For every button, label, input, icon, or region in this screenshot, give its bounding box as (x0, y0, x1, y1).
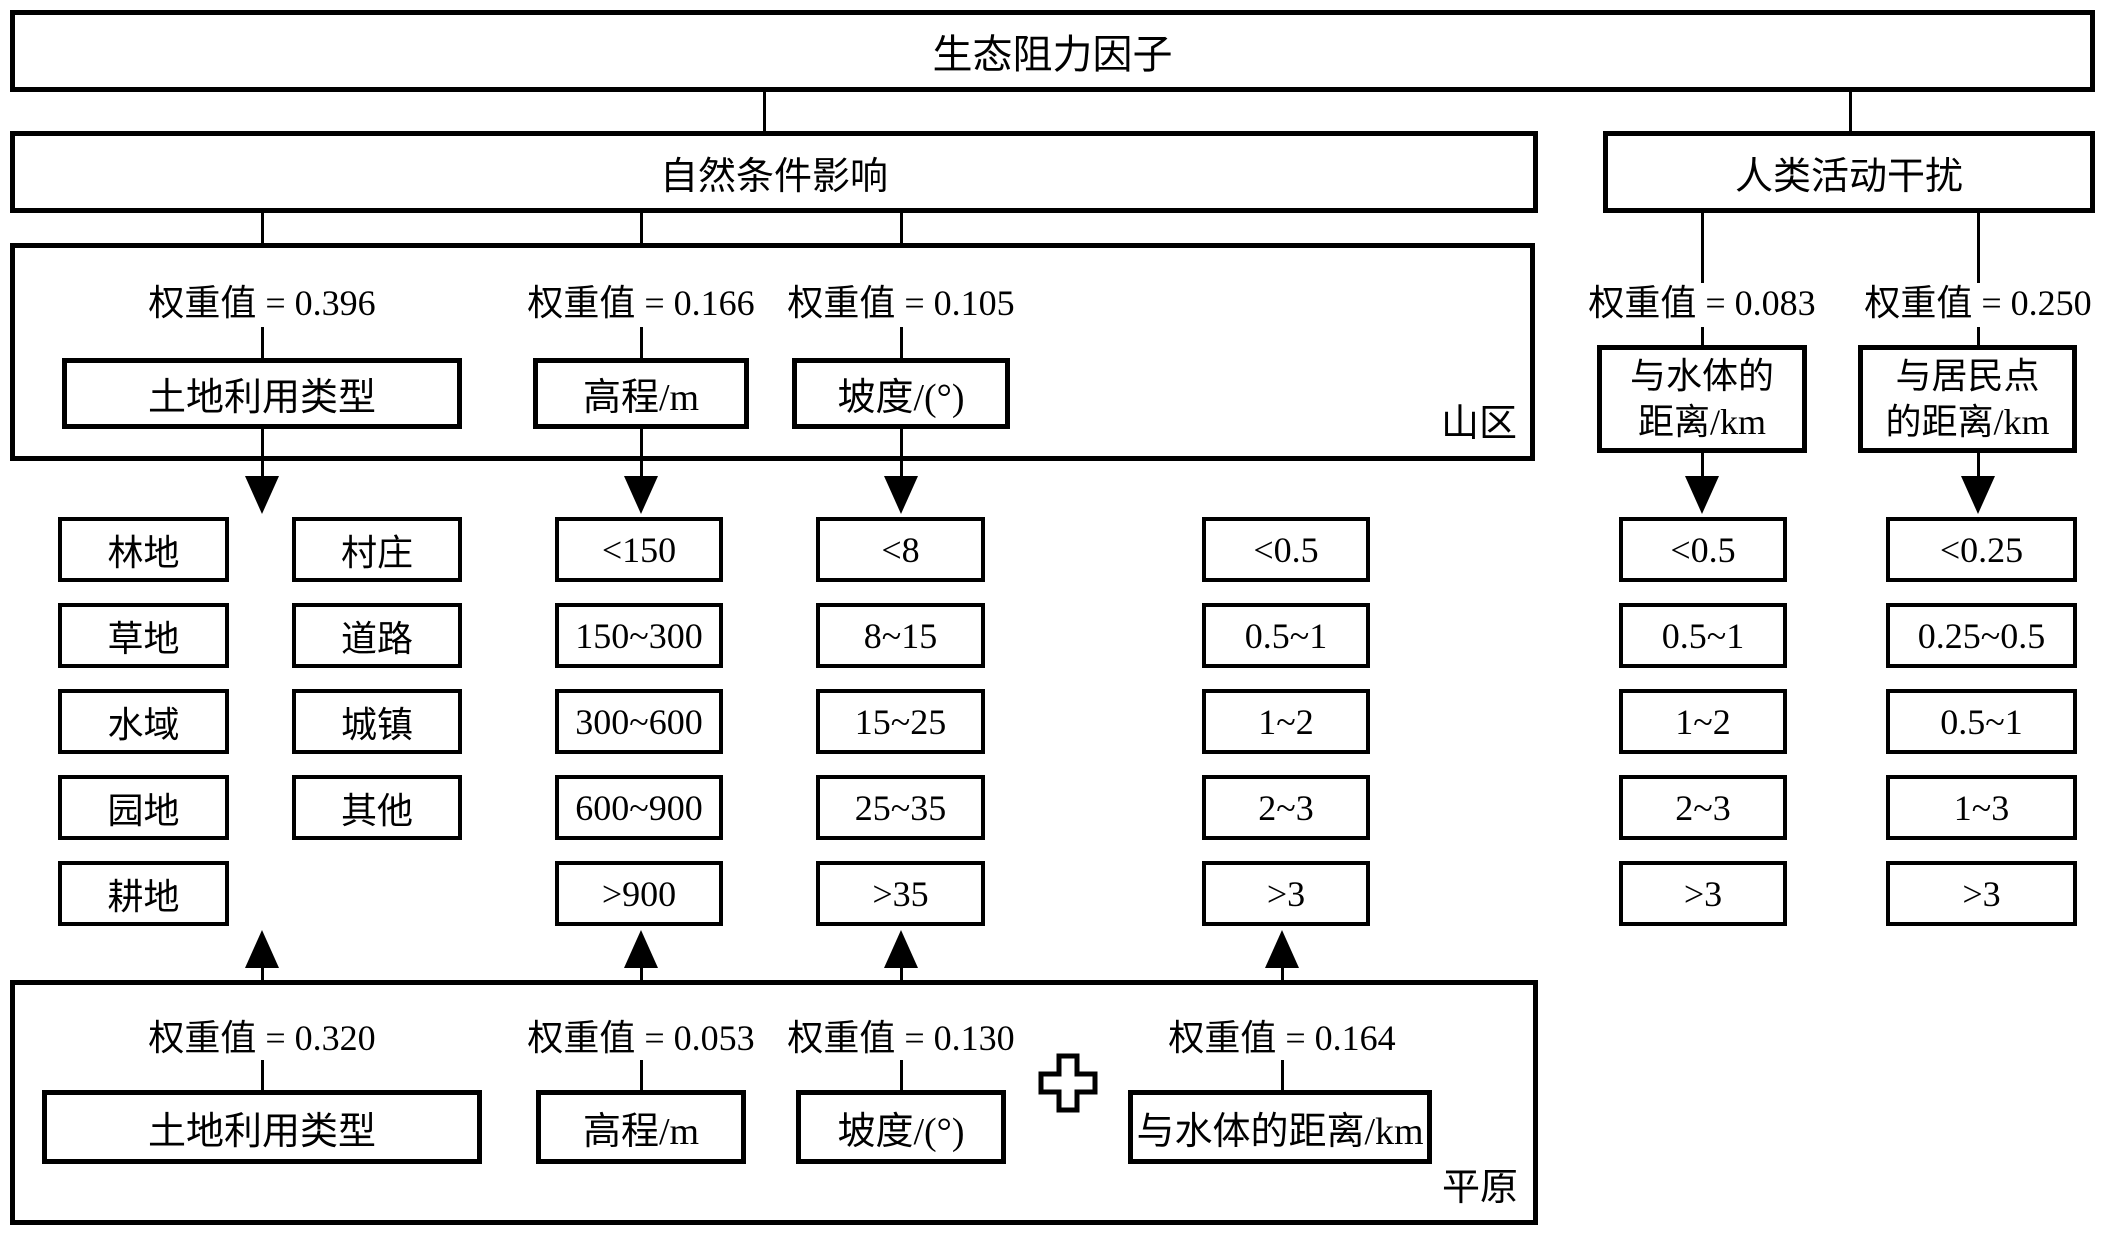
value-box: 0.25~0.5 (1886, 603, 2077, 668)
weight-label: 权重值 = 0.164 (1168, 1018, 1396, 1058)
connector-line (1977, 452, 1980, 478)
value-box: 水域 (58, 689, 229, 754)
value-box: 2~3 (1202, 775, 1370, 840)
factor-label-line1: 与居民点 (1895, 356, 2040, 396)
value-box: 0.5~1 (1619, 603, 1787, 668)
arrow-down-icon (624, 476, 658, 514)
factor-box-water-plain: 与水体的距离/km (1128, 1090, 1432, 1164)
connector-line (900, 429, 903, 478)
factor-label: 坡度/(°) (837, 1110, 965, 1153)
connector-line (1701, 213, 1704, 283)
factor-box-water-human: 与水体的 距离/km (1597, 345, 1807, 453)
factor-box-landuse-plain: 土地利用类型 (42, 1090, 482, 1164)
factor-label: 土地利用类型 (147, 1110, 376, 1153)
arrow-down-icon (1685, 476, 1719, 514)
value-box: 300~600 (555, 689, 723, 754)
connector-line (1977, 213, 1980, 283)
factor-label: 土地利用类型 (147, 377, 376, 419)
weight-label: 权重值 = 0.083 (1588, 283, 1816, 323)
weight-label: 权重值 = 0.105 (787, 283, 1015, 323)
plus-icon (1038, 1053, 1098, 1113)
value-box: 林地 (58, 517, 229, 582)
factor-box-elevation-mountain: 高程/m (533, 358, 749, 429)
value-box: 城镇 (292, 689, 462, 754)
factor-box-slope-plain: 坡度/(°) (796, 1090, 1006, 1164)
value-box: 园地 (58, 775, 229, 840)
connector-line (1281, 1060, 1284, 1090)
value-box: 2~3 (1619, 775, 1787, 840)
value-box: 草地 (58, 603, 229, 668)
value-box: 8~15 (816, 603, 985, 668)
branch-natural-box: 自然条件影响 (10, 131, 1538, 213)
weight-label: 权重值 = 0.396 (148, 283, 376, 323)
connector-line (1701, 327, 1704, 345)
arrow-down-icon (884, 476, 918, 514)
root-box: 生态阻力因子 (10, 10, 2095, 92)
factor-label: 坡度/(°) (837, 377, 965, 419)
value-box: 其他 (292, 775, 462, 840)
weight-label: 权重值 = 0.130 (787, 1018, 1015, 1058)
value-box: >900 (555, 861, 723, 926)
root-title: 生态阻力因子 (932, 32, 1173, 77)
arrow-down-icon (245, 476, 279, 514)
factor-label-line2: 的距离/km (1885, 402, 2050, 442)
factor-box-landuse-mountain: 土地利用类型 (62, 358, 462, 429)
branch-natural-label: 自然条件影响 (659, 155, 888, 198)
value-box: <150 (555, 517, 723, 582)
branch-human-box: 人类活动干扰 (1603, 131, 2095, 213)
value-box: 150~300 (555, 603, 723, 668)
value-box: >3 (1619, 861, 1787, 926)
value-box: 600~900 (555, 775, 723, 840)
value-box: 1~2 (1619, 689, 1787, 754)
value-box: <0.25 (1886, 517, 2077, 582)
value-box: 25~35 (816, 775, 985, 840)
factor-box-elevation-plain: 高程/m (536, 1090, 746, 1164)
weight-label: 权重值 = 0.166 (527, 283, 755, 323)
value-box: <8 (816, 517, 985, 582)
connector-line (261, 429, 264, 478)
value-box: 0.5~1 (1202, 603, 1370, 668)
connector-line (640, 327, 643, 358)
factor-label-line2: 距离/km (1637, 402, 1766, 442)
weight-label: 权重值 = 0.053 (527, 1018, 755, 1058)
connector-line (1849, 92, 1852, 131)
value-box: <0.5 (1202, 517, 1370, 582)
value-box: 耕地 (58, 861, 229, 926)
connector-line (1701, 452, 1704, 478)
value-box: >3 (1202, 861, 1370, 926)
connector-line (900, 1060, 903, 1090)
connector-line (1977, 327, 1980, 345)
factor-label: 与水体的距离/km (1136, 1110, 1424, 1153)
weight-label: 权重值 = 0.250 (1864, 283, 2092, 323)
value-box: 村庄 (292, 517, 462, 582)
value-box: >35 (816, 861, 985, 926)
arrow-down-icon (1961, 476, 1995, 514)
region-label-mountain: 山区 (1440, 403, 1517, 445)
value-box: 1~2 (1202, 689, 1370, 754)
connector-line (261, 327, 264, 358)
factor-label: 高程/m (582, 1110, 700, 1153)
value-box: 道路 (292, 603, 462, 668)
value-box: 15~25 (816, 689, 985, 754)
value-box: 1~3 (1886, 775, 2077, 840)
factor-box-residential-human: 与居民点 的距离/km (1858, 345, 2077, 453)
connector-line (640, 1060, 643, 1090)
branch-human-label: 人类活动干扰 (1734, 155, 1963, 198)
weight-label: 权重值 = 0.320 (148, 1018, 376, 1058)
connector-line (763, 92, 766, 131)
value-box: 0.5~1 (1886, 689, 2077, 754)
connector-line (261, 1060, 264, 1090)
value-box: <0.5 (1619, 517, 1787, 582)
factor-box-slope-mountain: 坡度/(°) (792, 358, 1010, 429)
factor-label: 高程/m (582, 377, 700, 419)
connector-line (640, 429, 643, 478)
region-label-plain: 平原 (1441, 1167, 1518, 1209)
value-box: >3 (1886, 861, 2077, 926)
factor-label-line1: 与水体的 (1629, 356, 1774, 396)
connector-line (900, 327, 903, 358)
